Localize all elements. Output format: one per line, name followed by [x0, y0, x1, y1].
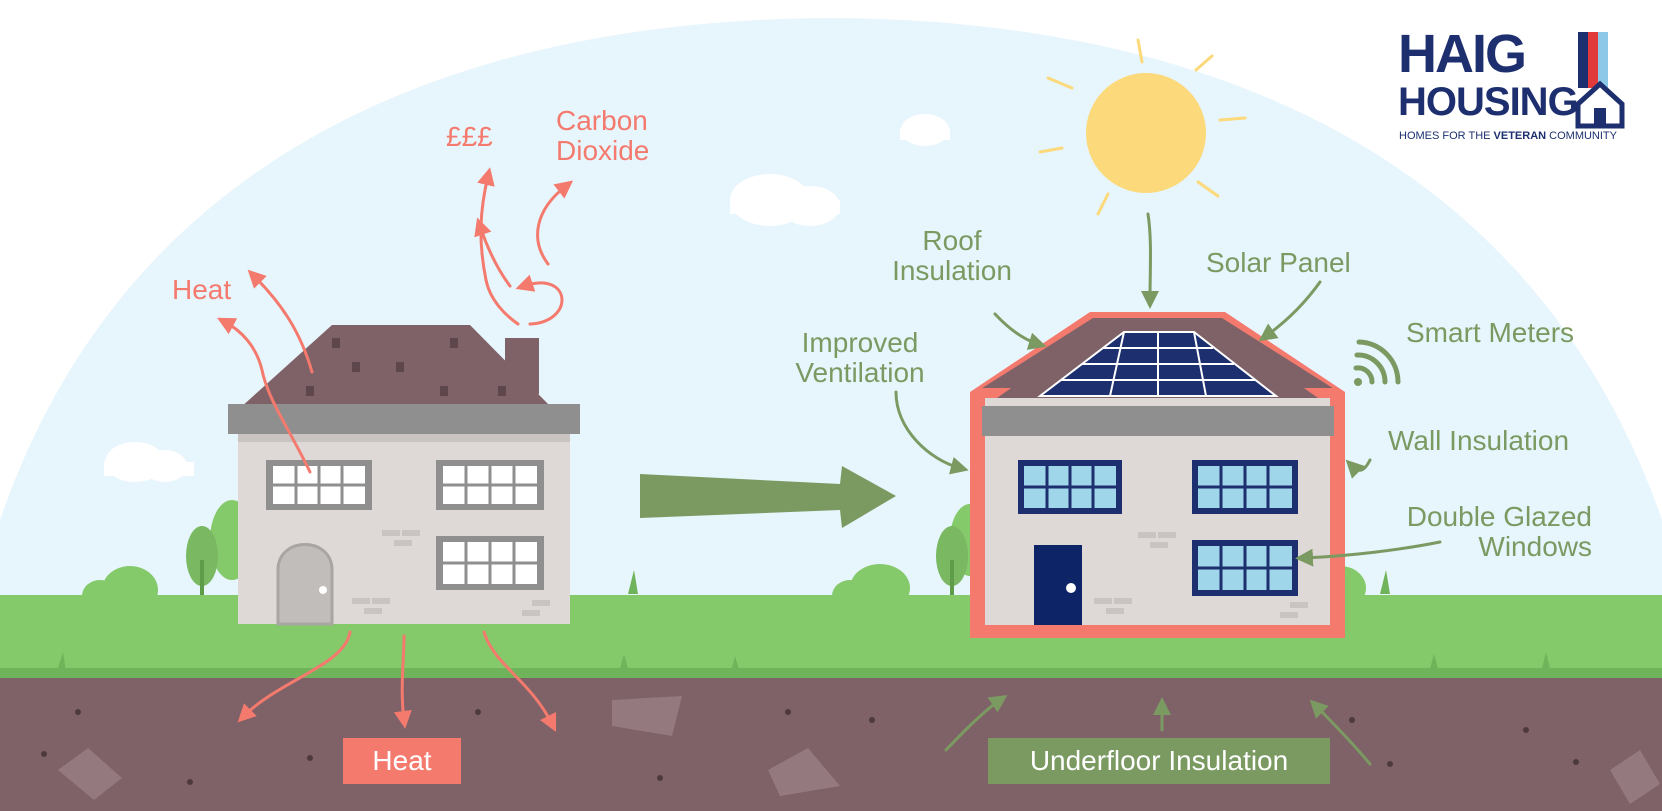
old-window: [436, 536, 544, 590]
new-window: [1018, 460, 1122, 514]
cloud: [104, 442, 194, 482]
heat-ground-label: Heat: [343, 738, 461, 784]
transition-arrow: [640, 466, 896, 528]
co2-label-line2: Dioxide: [556, 135, 650, 166]
cloud: [900, 114, 950, 146]
soil-dots: [41, 709, 1579, 785]
logo-tagline-bold: VETERAN: [1493, 130, 1547, 142]
sun: [1038, 38, 1247, 216]
heat-loss-arrows: [217, 167, 574, 733]
smart-meters-label: Smart Meters: [1406, 317, 1575, 348]
improvement-arrows: [894, 212, 1442, 766]
ventilation-label-line2: Ventilation: [795, 357, 925, 388]
new-window: [1192, 460, 1298, 514]
new-house: [970, 312, 1345, 638]
logo-line1: HAIG: [1398, 24, 1527, 84]
logo-tagline-post: COMMUNITY: [1546, 130, 1617, 142]
co2-label-line1: Carbon: [556, 105, 648, 136]
wall-insulation-label: Wall Insulation: [1388, 425, 1570, 456]
logo-line2: HOUSING: [1398, 80, 1579, 124]
old-door: [276, 543, 334, 626]
smart-meter-signal-icon: [1353, 339, 1401, 386]
underfloor-insulation-label: Underfloor Insulation: [988, 738, 1330, 784]
new-window: [1192, 540, 1298, 596]
heat-roof-label: Heat: [172, 274, 232, 305]
solar-panel-label: Solar Panel: [1206, 247, 1351, 278]
old-house: [228, 325, 580, 626]
cloud: [730, 174, 840, 226]
soil: [0, 678, 1662, 811]
money-label: £££: [446, 121, 493, 152]
ventilation-label-line1: Improved: [801, 327, 919, 358]
logo-tagline: HOMES FOR THE VETERAN COMMUNITY: [1399, 130, 1617, 142]
logo-tagline-pre: HOMES FOR THE: [1399, 130, 1494, 142]
roof-insulation-label-line2: Insulation: [892, 255, 1012, 286]
old-window: [436, 460, 544, 510]
old-window: [266, 460, 372, 510]
rocks: [58, 696, 1660, 804]
double-glazed-label-line1: Double Glazed: [1406, 501, 1592, 532]
solar-panel: [1037, 331, 1279, 397]
double-glazed-label-line2: Windows: [1478, 531, 1592, 562]
roof-insulation-label-line1: Roof: [922, 225, 982, 256]
haig-housing-logo-icon: [1575, 32, 1625, 129]
grass-tufts: [55, 570, 1552, 678]
